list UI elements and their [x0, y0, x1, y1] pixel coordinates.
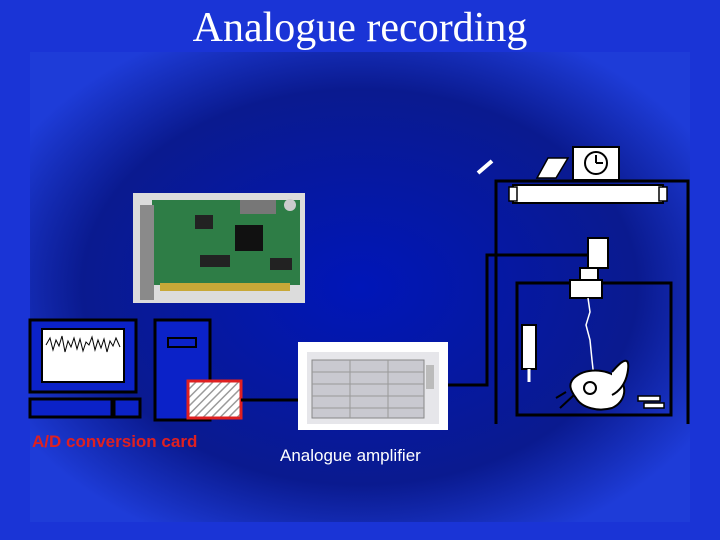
stereotaxic-rig-icon [494, 179, 690, 424]
rat-icon [555, 359, 665, 411]
ad-card-label: A/D conversion card [32, 432, 198, 451]
pc-board-photo [133, 193, 305, 303]
syringe-icon [521, 324, 537, 382]
clock-icon [476, 146, 620, 181]
slide-title: Analogue recording [192, 5, 528, 51]
ad-card-highlight [186, 379, 243, 420]
amplifier-photo [298, 342, 448, 430]
amplifier-label: Analogue amplifier [280, 446, 421, 465]
computer-monitor-icon [28, 318, 138, 394]
keyboard-icon [28, 397, 142, 419]
connection-line-amp-rig [448, 253, 590, 387]
